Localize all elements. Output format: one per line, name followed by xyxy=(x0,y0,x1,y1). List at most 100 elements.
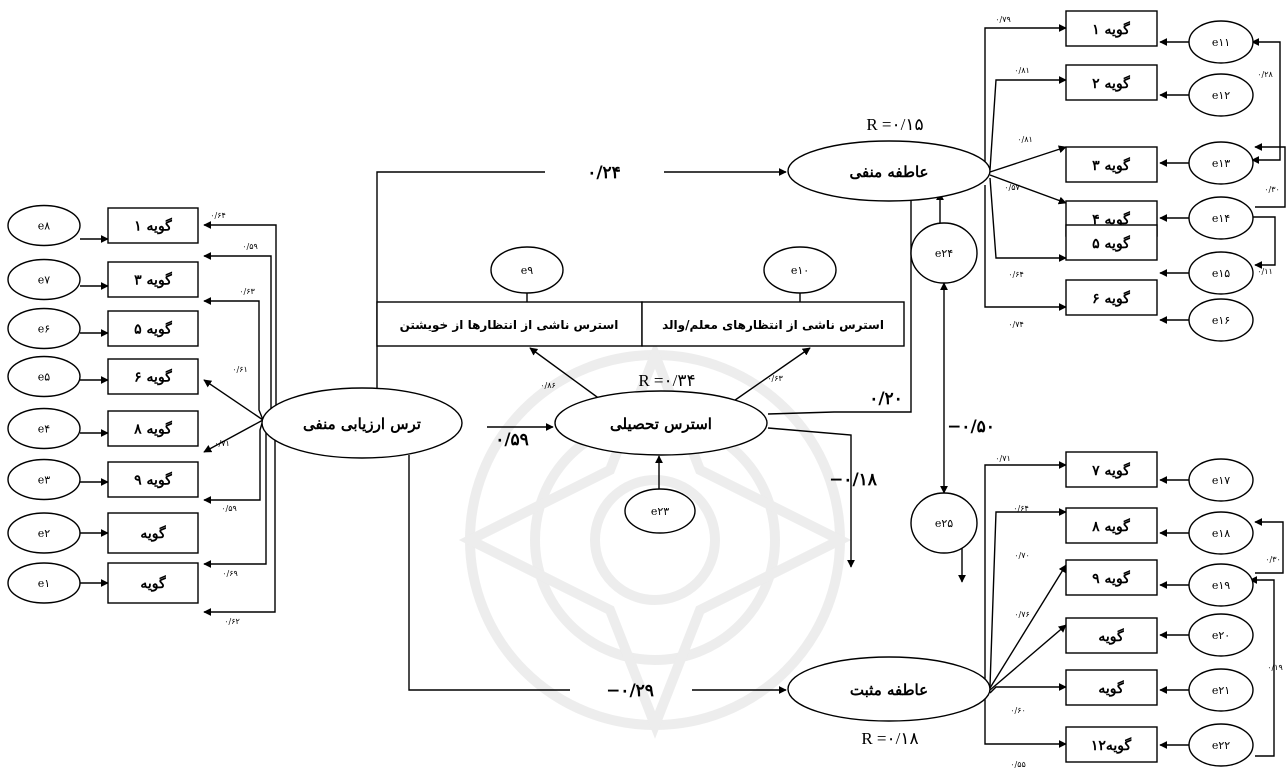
fear-error-label: e۸ xyxy=(38,220,51,233)
fear-loading-label: ۰/۵۹ xyxy=(242,242,258,251)
fear-item-label: گویه ۳ xyxy=(134,272,172,289)
coef-fear-to-negative: ۰/۲۴ xyxy=(587,163,621,183)
cov-label-e19-e22: ۰/۱۹ xyxy=(1267,663,1283,672)
fear-item-box xyxy=(107,261,199,298)
fear-items-group: گویه ۱ e۸ ۰/۶۴ گویه ۳ e۷ ۰/۵۹ گویه ۵ e۶ ۰/۶۳ گویه… xyxy=(7,204,258,626)
fear-loading-label: ۰/۶۳ xyxy=(239,287,255,296)
fear-item-label: گویه ۶ xyxy=(134,369,172,386)
positive-error-label: e۱۷ xyxy=(1212,474,1230,487)
negative-loading-label: ۰/۸۱ xyxy=(1017,135,1033,144)
coef-covariance: −۰/۵۰ xyxy=(947,417,995,437)
positive-loading-label: ۰/۷۶ xyxy=(1014,610,1030,619)
fear-loading-label: ۰/۶۹ xyxy=(222,569,238,578)
positive-error-ellipse xyxy=(1188,511,1254,555)
fear-error-label: e۶ xyxy=(38,323,50,336)
fear-item-label: گویه ۵ xyxy=(134,321,172,338)
negative-error-label: e۱۵ xyxy=(1212,267,1230,280)
r2-stress: R =۰/۳۴ xyxy=(638,371,695,390)
fear-error-ellipse xyxy=(7,562,81,604)
error-e24: e۲۴ xyxy=(935,247,953,260)
fear-error-arrows xyxy=(80,235,109,587)
path-stress-to-self xyxy=(529,347,609,406)
error-e10: e۱۰ xyxy=(791,264,809,277)
cov-label-e14-e16: ۰/۱۱ xyxy=(1257,267,1273,276)
fear-error-ellipse xyxy=(7,512,81,554)
cov-e19-e22 xyxy=(1249,576,1275,757)
fear-item-label: گویه ۸ xyxy=(133,421,172,438)
cov-e14-e16 xyxy=(1253,216,1276,269)
fear-item-label: گویه xyxy=(140,575,166,592)
fear-loading-label: ۰/۵۹ xyxy=(221,504,237,513)
fear-error-label: e۱ xyxy=(38,577,50,590)
negative-item-label: گویه ۳ xyxy=(1092,157,1130,174)
error-e9: e۹ xyxy=(521,264,534,277)
fear-item-box xyxy=(107,562,199,604)
fear-loading-label: ۰/۷۱ xyxy=(214,439,230,448)
negative-error-ellipse xyxy=(1188,20,1254,64)
positive-item-box xyxy=(1065,617,1158,654)
latent-stress-label: استرس تحصیلی xyxy=(610,415,712,433)
positive-item-label: گویه۱۲ xyxy=(1091,737,1132,754)
fear-error-label: e۴ xyxy=(38,423,51,436)
cov-e13-e14 xyxy=(1254,143,1286,208)
fear-loading-label: ۰/۶۴ xyxy=(210,211,226,220)
positive-error-arrows xyxy=(1159,476,1190,749)
positive-loading-label: ۰/۷۱ xyxy=(995,454,1011,463)
fear-item-box xyxy=(107,207,199,244)
fear-item-label: گویه xyxy=(140,525,166,542)
fear-loading-label: ۰/۶۱ xyxy=(232,365,248,374)
positive-error-label: e۱۸ xyxy=(1212,527,1230,540)
positive-item-label: گویه xyxy=(1098,680,1124,697)
positive-item-label: گویه ۷ xyxy=(1091,462,1130,479)
coef-stress-to-self: ۰/۸۶ xyxy=(540,381,556,390)
fear-error-label: e۷ xyxy=(38,274,51,287)
fear-item-box xyxy=(107,310,199,347)
positive-error-ellipse xyxy=(1188,458,1254,502)
positive-loading-label: ۰/۶۰ xyxy=(1010,706,1026,715)
cov-label-e13-e14: ۰/۳۰ xyxy=(1264,185,1280,194)
negative-item-box xyxy=(1065,279,1158,316)
fear-error-label: e۲ xyxy=(38,527,51,540)
negative-item-label: گویه ۵ xyxy=(1092,235,1130,252)
negative-error-ellipse xyxy=(1188,73,1254,117)
coef-stress-to-teacher: ۰/۶۳ xyxy=(767,374,783,383)
error-e23: e۲۳ xyxy=(651,505,669,518)
negative-loading-label: ۰/۶۴ xyxy=(1008,270,1024,279)
negative-item-box xyxy=(1065,10,1158,47)
fear-loading-label: ۰/۶۲ xyxy=(224,617,240,626)
coef-fear-to-stress: ۰/۵۹ xyxy=(495,430,529,450)
stress-indicator-self: استرس ناشی از انتظارها از خویشتن xyxy=(400,318,619,333)
positive-loading-label: ۰/۵۵ xyxy=(1010,760,1026,769)
negative-item-label: گویه ۱ xyxy=(1092,21,1130,38)
coef-stress-to-positive: −۰/۱۸ xyxy=(829,470,878,490)
positive-loading-label: ۰/۷۰ xyxy=(1014,551,1030,560)
positive-error-ellipse xyxy=(1188,613,1254,657)
negative-error-label: e۱۲ xyxy=(1212,89,1230,102)
positive-item-label: گویه ۸ xyxy=(1091,518,1130,535)
fear-error-ellipse xyxy=(7,355,81,398)
r2-positive-affect: R =۰/۱۸ xyxy=(861,729,918,748)
latent-fear-label: ترس ارزیابی منفی xyxy=(303,415,421,433)
cov-e18-e19 xyxy=(1254,518,1284,574)
fear-error-ellipse xyxy=(7,307,81,350)
positive-item-box xyxy=(1065,669,1158,706)
fear-item-label: گویه ۱ xyxy=(134,218,172,235)
negative-error-label: e۱۶ xyxy=(1212,314,1230,327)
path-stress-to-negative xyxy=(767,192,915,415)
negative-error-label: e۱۱ xyxy=(1212,36,1230,49)
negative-loading-label: ۰/۷۹ xyxy=(995,15,1011,24)
positive-loading-label: ۰/۶۴ xyxy=(1013,504,1029,513)
negative-loading-label: ۰/۷۴ xyxy=(1008,320,1024,329)
coef-fear-to-positive: −۰/۲۹ xyxy=(606,681,654,701)
path-stress-to-positive xyxy=(767,427,855,568)
positive-error-label: e۱۹ xyxy=(1212,579,1230,592)
fear-item-box xyxy=(107,461,199,498)
fear-error-ellipse xyxy=(7,258,81,301)
positive-item-box xyxy=(1065,559,1158,596)
negative-error-label: e۱۳ xyxy=(1212,157,1230,170)
negative-item-box xyxy=(1065,224,1158,261)
fear-item-box xyxy=(107,410,199,447)
fear-error-ellipse xyxy=(7,204,81,247)
negative-error-ellipse xyxy=(1188,251,1254,295)
